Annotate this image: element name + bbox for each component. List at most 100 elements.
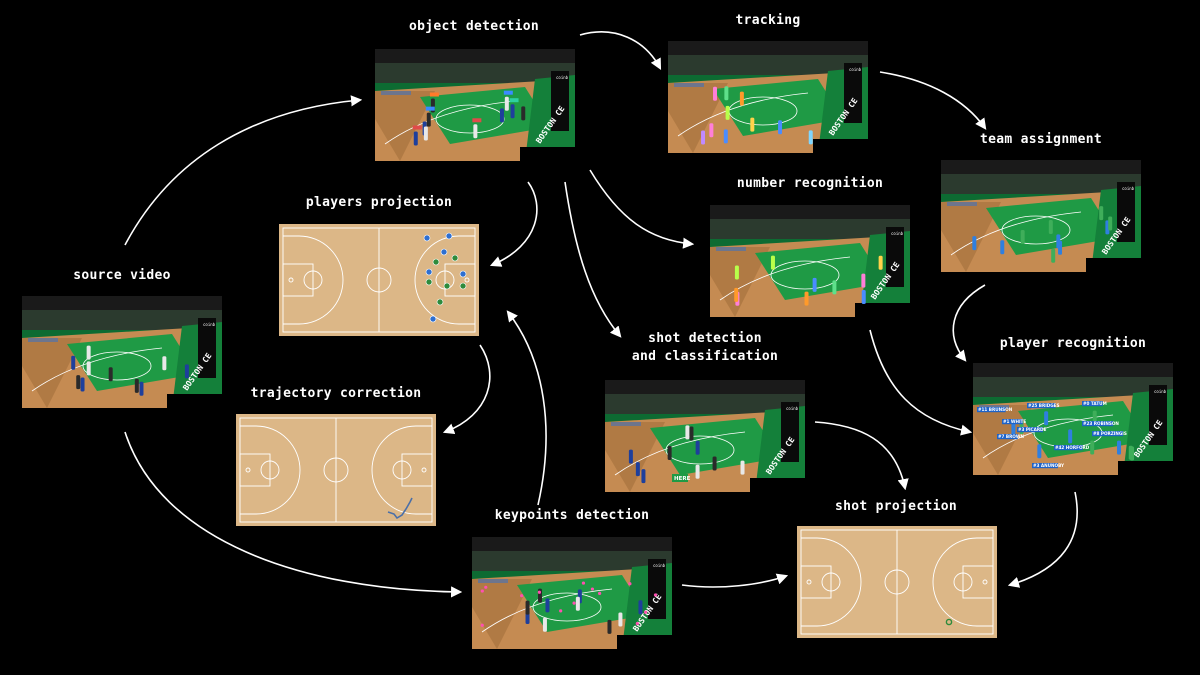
court-keypoint — [635, 621, 639, 626]
player-dot-green — [451, 254, 459, 262]
player-figure — [804, 291, 809, 306]
arrow-detection-to-players-projection — [489, 181, 538, 267]
player-dot-green — [443, 282, 451, 290]
player-name-tag: #42 HORFORD — [1055, 445, 1090, 450]
svg-text:coinb: coinb — [203, 322, 216, 327]
player-figure — [1051, 248, 1056, 263]
player-name-tag-bg — [1082, 421, 1114, 427]
svg-text:coinb: coinb — [786, 406, 799, 411]
svg-text:coinb: coinb — [849, 67, 862, 72]
player-name-tag: #3 PICARDE — [1018, 427, 1047, 432]
player-figure — [86, 345, 91, 360]
svg-text:coinb: coinb — [653, 563, 666, 568]
detection-box-label — [429, 92, 439, 97]
player-figure — [878, 255, 883, 270]
player-dot-green — [459, 282, 467, 290]
shot-projection-court — [797, 526, 997, 638]
player-figure — [1048, 220, 1053, 235]
player-figure — [473, 124, 478, 139]
player-recognition-frame: coinb BOSTON CE #11 BRUNSON#25 BRIDGES#0… — [973, 363, 1173, 475]
player-figure — [1099, 206, 1104, 221]
detection-box-label — [412, 125, 422, 130]
player-figure — [76, 375, 81, 390]
player-figure — [545, 598, 550, 613]
player-figure — [184, 364, 189, 379]
player-figure — [134, 378, 139, 393]
player-name-tag: #25 BRIDGES — [1028, 403, 1060, 408]
label-tracking: tracking — [735, 13, 801, 28]
player-name-tag-bg — [1027, 403, 1056, 409]
player-figure — [538, 588, 543, 603]
label-player-recognition: player recognition — [999, 336, 1147, 351]
player-figure — [521, 106, 526, 121]
arrow-keypoints-to-projection — [506, 310, 547, 506]
player-figure — [972, 236, 977, 251]
player-figure — [504, 96, 509, 111]
label-number-recognition: number recognition — [736, 176, 884, 191]
player-figure — [80, 377, 85, 392]
player-figure — [1000, 240, 1005, 255]
player-dot-blue — [445, 232, 453, 240]
label-shot-projection: shot projection — [835, 499, 957, 514]
player-figure — [1108, 216, 1113, 231]
player-dot-blue — [459, 270, 467, 278]
svg-text:coinb: coinb — [1154, 389, 1167, 394]
arrow-recognition-to-shot-projection — [1007, 491, 1078, 588]
player-name-tag: #7 BROWN — [998, 434, 1024, 439]
court-keypoint — [520, 594, 524, 598]
arrow-projection-to-trajectory — [442, 344, 491, 435]
label-keypoints-detection: keypoints detection — [494, 508, 650, 523]
player-trajectory — [387, 497, 413, 520]
arrow-team-to-player-recognition — [952, 284, 986, 362]
player-figure — [740, 460, 745, 475]
court-keypoint — [559, 609, 563, 613]
player-figure — [778, 120, 783, 135]
shot-tag: HERE — [674, 476, 691, 482]
label-shot-detection-2: and classification — [631, 349, 779, 364]
court-keypoint — [572, 601, 576, 605]
player-figure — [734, 287, 739, 302]
detection-box-label — [472, 118, 482, 123]
player-name-tag: #1 WHITE — [1003, 419, 1026, 424]
player-figure — [770, 255, 775, 270]
court-keypoint — [480, 589, 484, 593]
player-figure — [695, 464, 700, 479]
player-dot-green — [425, 278, 433, 286]
player-figure — [525, 600, 530, 615]
player-figure — [641, 469, 646, 484]
player-figure — [618, 612, 623, 627]
player-figure — [426, 112, 431, 127]
player-figure — [712, 456, 717, 471]
player-figure — [139, 381, 144, 396]
player-figure — [1130, 446, 1135, 461]
court-keypoint — [484, 585, 488, 589]
player-figure — [808, 130, 813, 145]
player-name-tag-bg — [1032, 463, 1058, 469]
player-figure — [861, 273, 866, 288]
tracking-frame: coinb BOSTON CE — [668, 41, 868, 153]
player-figure — [607, 619, 612, 634]
player-figure — [1011, 423, 1016, 438]
court-keypoint — [628, 582, 632, 586]
arrow-detection-to-number — [589, 169, 695, 249]
keypoints-detection-frame: coinb BOSTON CE — [472, 537, 672, 649]
player-figure — [713, 86, 718, 101]
player-figure — [1037, 444, 1042, 459]
label-object-detection: object detection — [408, 19, 540, 34]
arrow-tracking-to-team — [879, 71, 987, 130]
player-figure — [739, 91, 744, 106]
arrow-number-to-player-recognition — [869, 329, 973, 436]
label-trajectory-correction: trajectory correction — [250, 386, 422, 401]
number-recognition-frame: coinb BOSTON CE — [710, 205, 910, 317]
player-name-tag: #8 PORZINGIS — [1093, 431, 1127, 436]
player-figure — [725, 105, 730, 120]
player-figure — [423, 126, 428, 141]
player-name-tag: #11 BRUNSON — [978, 407, 1013, 412]
detection-box-label — [509, 98, 519, 103]
player-figure — [709, 123, 714, 138]
player-name-tag-bg — [1002, 419, 1023, 425]
player-name-tag: #3 ANUNOBY — [1033, 463, 1065, 468]
player-name-tag-bg — [997, 434, 1018, 440]
player-figure — [724, 86, 729, 101]
player-figure — [108, 367, 113, 382]
